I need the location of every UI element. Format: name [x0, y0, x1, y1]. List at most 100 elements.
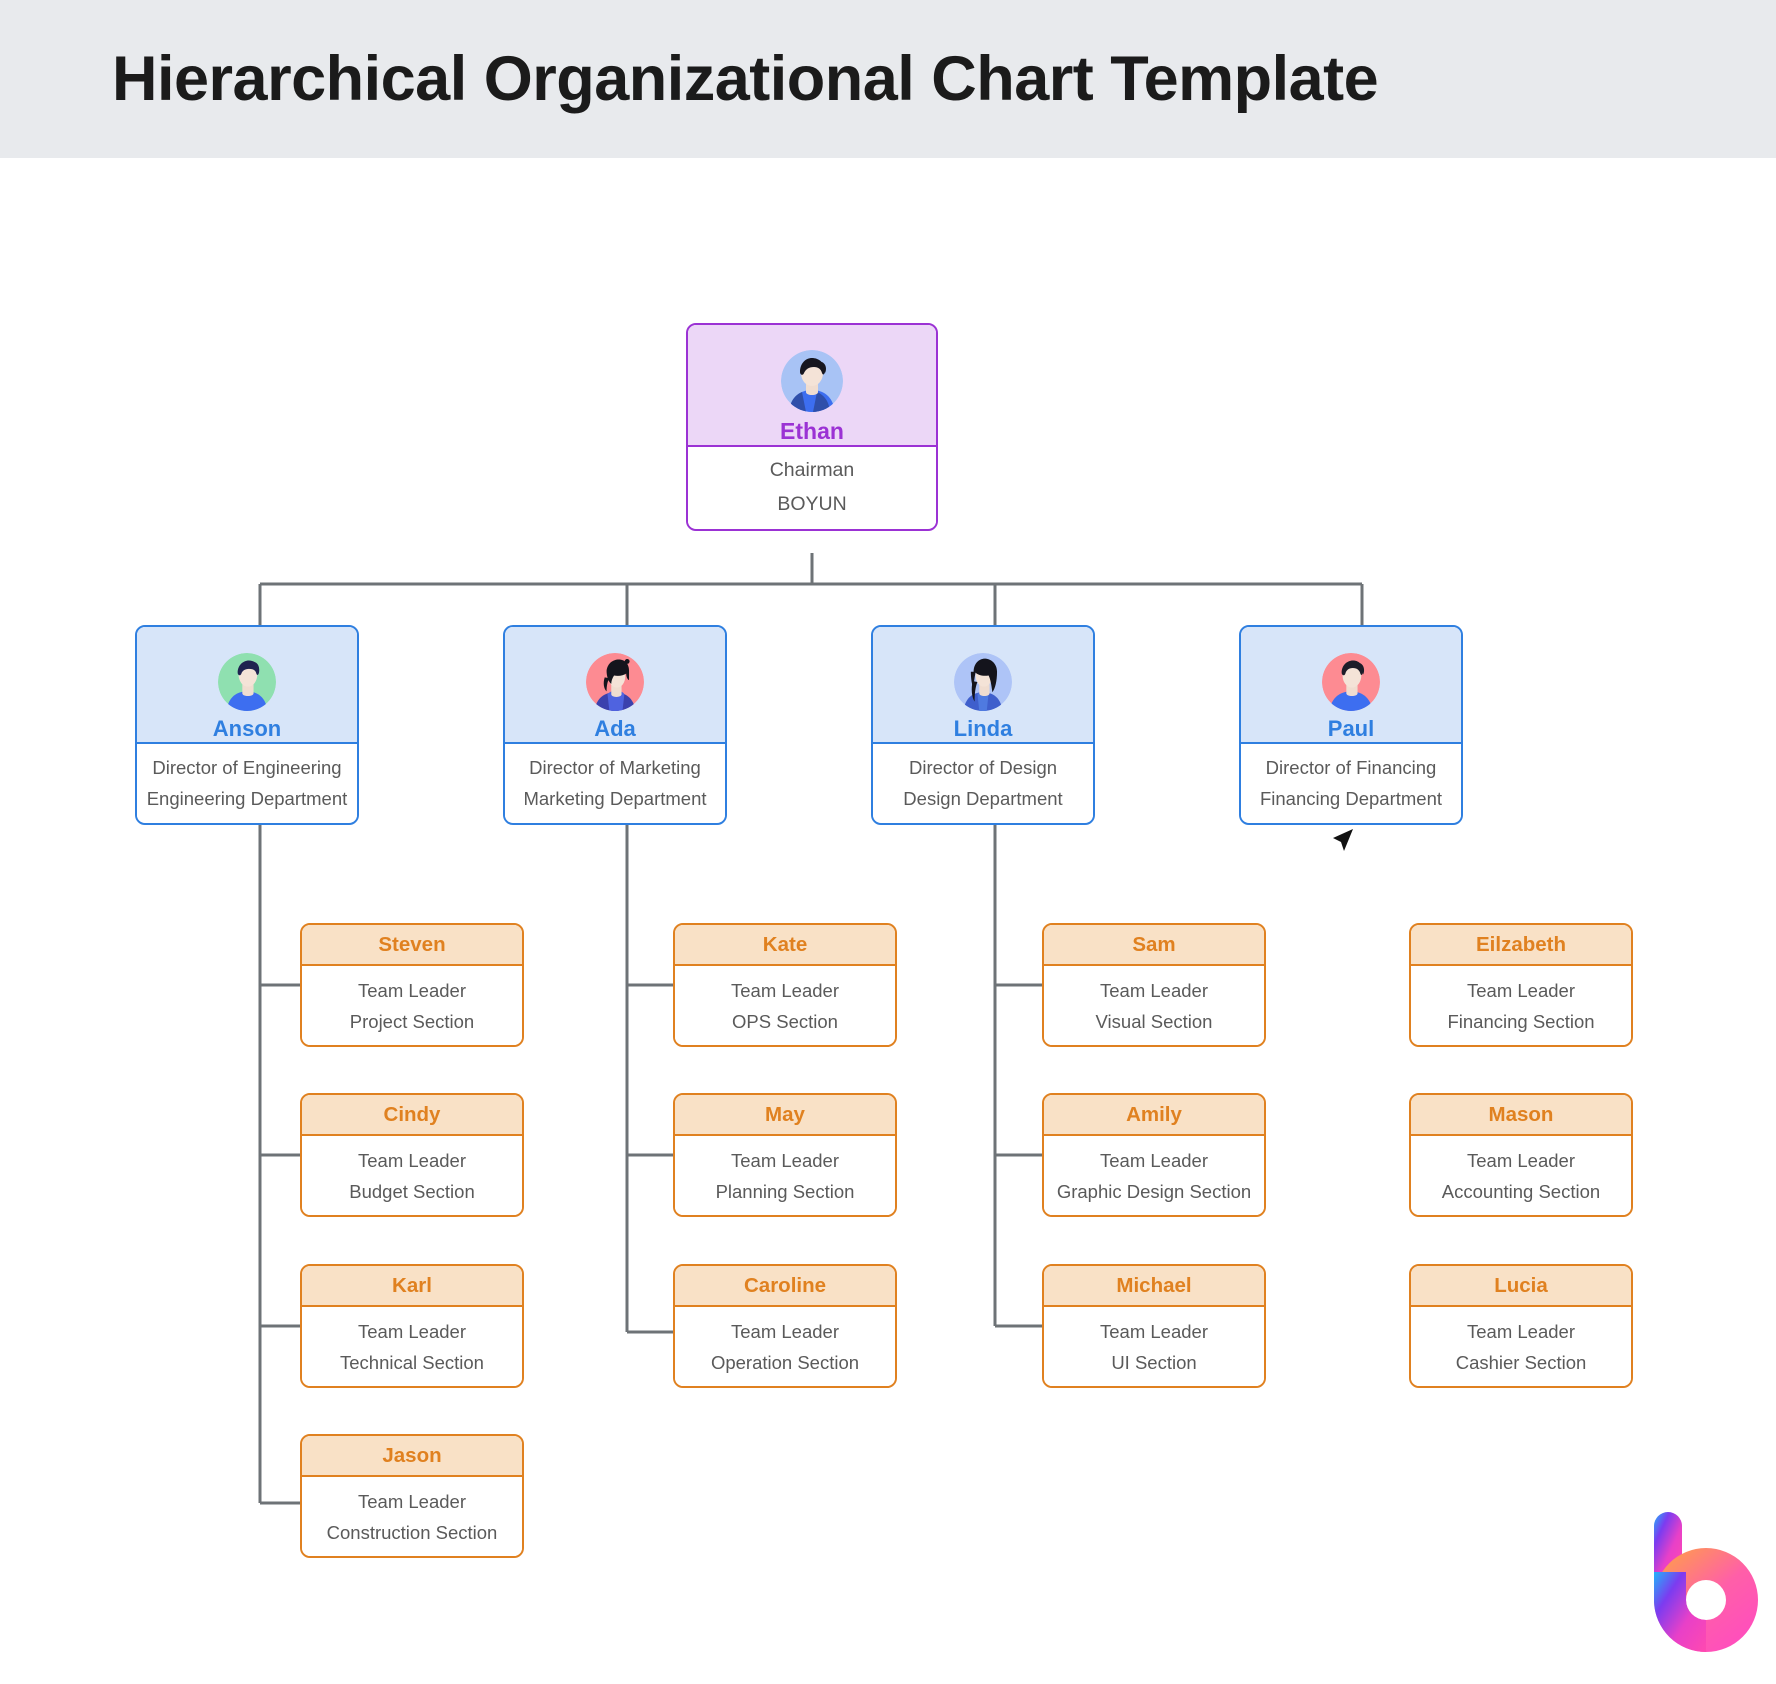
node-title: Director of Financing [1265, 756, 1437, 778]
org-node-sam[interactable]: Sam Team Leader Visual Section [1042, 923, 1266, 1047]
node-header: Karl [302, 1266, 522, 1307]
node-title: Team Leader [1100, 1320, 1208, 1342]
node-header: Paul [1241, 627, 1461, 744]
node-title: Team Leader [358, 1149, 466, 1171]
node-title: Team Leader [1467, 1320, 1575, 1342]
avatar-ada-icon [586, 653, 644, 711]
node-title: Director of Marketing [529, 756, 701, 778]
node-body: Director of Engineering Engineering Depa… [137, 744, 357, 822]
node-org: Planning Section [715, 1180, 855, 1202]
node-org: Visual Section [1095, 1010, 1213, 1032]
node-header: Cindy [302, 1095, 522, 1136]
node-header: Jason [302, 1436, 522, 1477]
node-name: Sam [1132, 932, 1176, 956]
node-org: Engineering Department [146, 787, 348, 809]
node-header: May [675, 1095, 895, 1136]
org-node-cindy[interactable]: Cindy Team Leader Budget Section [300, 1093, 524, 1217]
node-name: Michael [1116, 1273, 1192, 1297]
node-org: OPS Section [732, 1010, 838, 1032]
node-body: Team Leader Operation Section [675, 1307, 895, 1386]
org-node-amily[interactable]: Amily Team Leader Graphic Design Section [1042, 1093, 1266, 1217]
org-node-linda[interactable]: Linda Director of Design Design Departme… [871, 625, 1095, 825]
node-body: Director of Design Design Department [873, 744, 1093, 822]
page-title: Hierarchical Organizational Chart Templa… [112, 44, 1379, 114]
node-name: Karl [392, 1273, 432, 1297]
node-body: Team Leader Technical Section [302, 1307, 522, 1386]
node-org: Marketing Department [523, 787, 707, 809]
node-name: Lucia [1494, 1273, 1548, 1297]
node-title: Director of Design [908, 756, 1058, 778]
node-name: Cindy [383, 1102, 441, 1126]
node-org: Accounting Section [1441, 1180, 1601, 1202]
avatar-ethan-icon [781, 350, 843, 412]
node-title: Team Leader [1467, 1149, 1575, 1171]
node-body: Team Leader Cashier Section [1411, 1307, 1631, 1386]
node-title: Director of Engineering [152, 756, 342, 778]
node-title: Team Leader [1467, 979, 1575, 1001]
org-node-mason[interactable]: Mason Team Leader Accounting Section [1409, 1093, 1633, 1217]
avatar-paul-icon [1322, 653, 1380, 711]
node-body: Team Leader OPS Section [675, 966, 895, 1045]
node-title: Team Leader [1100, 1149, 1208, 1171]
node-name: Steven [378, 932, 446, 956]
node-name: May [765, 1102, 805, 1126]
node-body: Team Leader Budget Section [302, 1136, 522, 1215]
node-header: Ethan [688, 325, 936, 447]
org-node-may[interactable]: May Team Leader Planning Section [673, 1093, 897, 1217]
org-node-karl[interactable]: Karl Team Leader Technical Section [300, 1264, 524, 1388]
org-node-ada[interactable]: Ada Director of Marketing Marketing Depa… [503, 625, 727, 825]
node-title: Team Leader [358, 1490, 466, 1512]
org-node-steven[interactable]: Steven Team Leader Project Section [300, 923, 524, 1047]
node-org: Financing Section [1447, 1010, 1595, 1032]
node-org: Technical Section [340, 1351, 484, 1373]
node-body: Team Leader Project Section [302, 966, 522, 1045]
node-org: Operation Section [710, 1351, 860, 1373]
node-header: Steven [302, 925, 522, 966]
org-node-eilzabeth[interactable]: Eilzabeth Team Leader Financing Section [1409, 923, 1633, 1047]
node-name: Kate [762, 932, 808, 956]
boardmix-logo [1654, 1512, 1758, 1652]
avatar-linda-icon [954, 653, 1012, 711]
node-header: Linda [873, 627, 1093, 744]
node-name: Amily [1126, 1102, 1182, 1126]
node-body: Team Leader Accounting Section [1411, 1136, 1631, 1215]
org-node-kate[interactable]: Kate Team Leader OPS Section [673, 923, 897, 1047]
org-node-michael[interactable]: Michael Team Leader UI Section [1042, 1264, 1266, 1388]
node-body: Team Leader Financing Section [1411, 966, 1631, 1045]
node-org: Financing Department [1259, 787, 1442, 809]
node-body: Team Leader UI Section [1044, 1307, 1264, 1386]
node-body: Chairman BOYUN [688, 447, 936, 528]
node-header: Michael [1044, 1266, 1264, 1307]
node-title: Team Leader [358, 1320, 466, 1342]
node-body: Team Leader Planning Section [675, 1136, 895, 1215]
node-body: Team Leader Graphic Design Section [1044, 1136, 1264, 1215]
node-title: Chairman [769, 459, 855, 481]
node-org: Graphic Design Section [1056, 1180, 1252, 1202]
org-node-lucia[interactable]: Lucia Team Leader Cashier Section [1409, 1264, 1633, 1388]
node-title: Team Leader [358, 979, 466, 1001]
node-header: Mason [1411, 1095, 1631, 1136]
node-header: Amily [1044, 1095, 1264, 1136]
node-name: Jason [382, 1443, 442, 1467]
node-name: Ada [594, 716, 636, 741]
node-body: Director of Marketing Marketing Departme… [505, 744, 725, 822]
node-org: Cashier Section [1455, 1351, 1587, 1373]
node-header: Kate [675, 925, 895, 966]
org-node-paul[interactable]: Paul Director of Financing Financing Dep… [1239, 625, 1463, 825]
org-node-jason[interactable]: Jason Team Leader Construction Section [300, 1434, 524, 1558]
avatar-anson-icon [218, 653, 276, 711]
node-title: Team Leader [731, 979, 839, 1001]
node-title: Team Leader [731, 1149, 839, 1171]
node-body: Team Leader Construction Section [302, 1477, 522, 1556]
org-node-ethan[interactable]: Ethan Chairman BOYUN [686, 323, 938, 531]
node-title: Team Leader [1100, 979, 1208, 1001]
node-name: Linda [953, 716, 1013, 741]
node-name: Anson [212, 716, 282, 741]
org-node-caroline[interactable]: Caroline Team Leader Operation Section [673, 1264, 897, 1388]
node-name: Ethan [780, 418, 844, 444]
node-header: Anson [137, 627, 357, 744]
node-header: Sam [1044, 925, 1264, 966]
org-node-anson[interactable]: Anson Director of Engineering Engineerin… [135, 625, 359, 825]
